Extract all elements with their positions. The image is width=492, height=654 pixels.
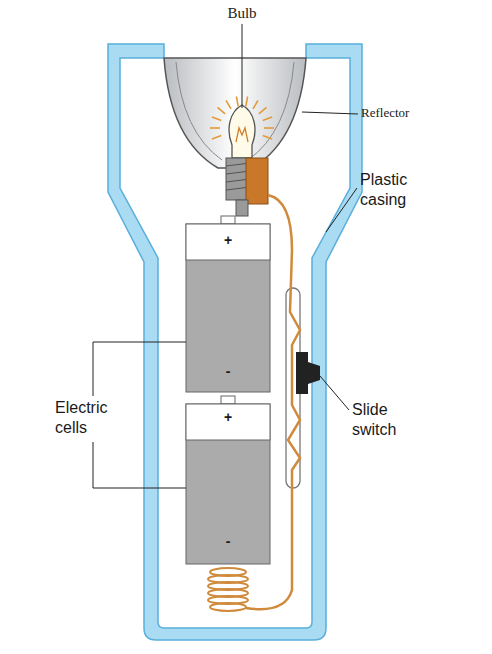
leader-line [93,442,186,488]
leader-line [93,342,186,396]
light-ray [226,100,231,109]
polarity-sign: - [218,362,238,380]
spring-coil [210,603,246,611]
part-label: Plastic casing [360,170,436,210]
part-label: Reflector [361,105,451,121]
part-label: Slide switch [352,400,414,440]
connecting-wire [246,195,300,609]
bulb-contact [236,200,248,216]
polarity-sign: + [218,408,238,426]
light-ray [212,136,221,139]
light-ray [263,117,272,120]
leader-line [302,112,358,114]
light-ray [263,136,272,139]
bulb-holder [246,158,268,204]
reflector-shine [176,62,222,160]
light-ray [259,107,267,114]
light-ray [212,117,221,120]
leader-line [320,376,349,410]
polarity-sign: + [218,231,238,249]
bulb-glass [229,105,255,158]
light-ray [253,100,258,109]
electric-cell [186,224,270,392]
light-ray [264,127,274,129]
part-label: Bulb [212,4,272,23]
leader-lines [93,24,358,488]
part-label: Electric cells [55,398,131,438]
bulb-filament [236,128,248,142]
reflector-shine [248,62,294,160]
leader-line [242,24,243,108]
switch-knob [308,362,320,384]
electric-cell [186,404,270,564]
cell-cap [186,404,270,440]
light-ray [236,97,238,107]
reflector [164,58,306,168]
light-ray [218,107,226,114]
light-ray [210,127,220,129]
polarity-sign: - [218,532,238,550]
light-ray [246,97,248,107]
spring [208,568,248,611]
switch-slider [296,352,308,394]
cell-cap [186,224,270,260]
leader-line [326,188,357,232]
cell-terminal [221,216,235,224]
cell-terminal [221,396,235,404]
